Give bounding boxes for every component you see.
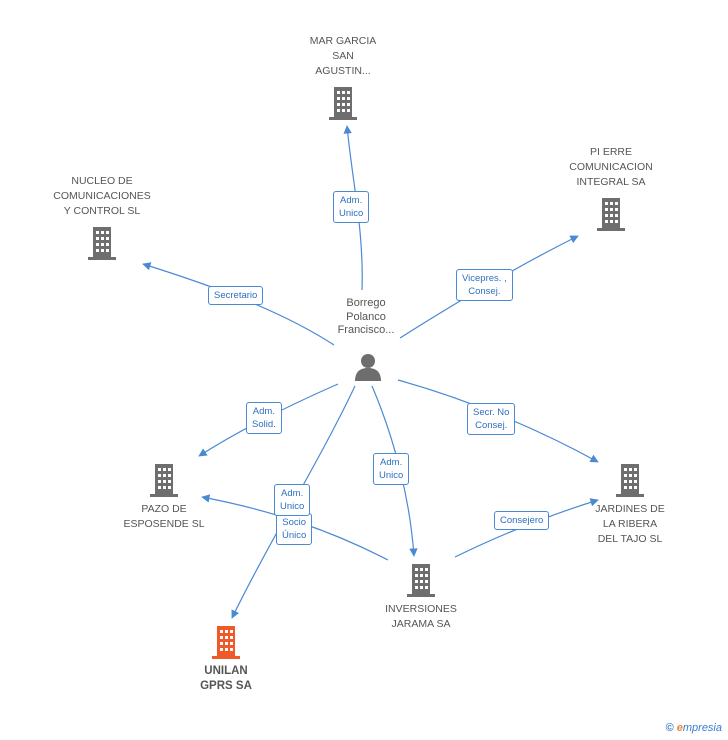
company-node-nucleo[interactable]: NUCLEO DE COMUNICACIONES Y CONTROL SL — [44, 174, 160, 261]
building-icon — [212, 626, 240, 659]
relation-label-jardines: Secr. No Consej. — [467, 403, 516, 435]
relation-label-nucleo: Secretario — [208, 286, 264, 305]
company-node-pierre[interactable]: PI ERRE COMUNICACION INTEGRAL SA — [556, 145, 666, 232]
building-icon — [329, 87, 357, 120]
relation-label-unilan: Adm. Unico — [274, 484, 311, 516]
company-node-pazo[interactable]: PAZO DE ESPOSENDE SL — [114, 462, 214, 532]
person-icon[interactable] — [353, 352, 383, 382]
brand-logo-text: mpresia — [682, 722, 722, 734]
brand-logo-e: e — [676, 722, 683, 734]
company-node-unilan[interactable]: UNILAN GPRS SA — [176, 624, 276, 694]
building-icon — [616, 464, 644, 497]
company-node-jardines[interactable]: JARDINES DE LA RIBERA DEL TAJO SL — [580, 462, 680, 547]
footer-brand: © empresia — [666, 722, 722, 734]
person-name[interactable]: Borrego Polanco Francisco... — [337, 297, 395, 336]
company-label: PAZO DE ESPOSENDE SL — [123, 503, 205, 530]
building-icon — [150, 464, 178, 497]
relation-label-mar-garcia: Adm. Unico — [333, 191, 370, 223]
relation-label-pazo: Adm. Solid. — [246, 402, 282, 434]
company-label: MAR GARCIA SAN AGUSTIN... — [309, 35, 377, 77]
building-icon — [88, 227, 116, 260]
copyright-symbol: © — [665, 722, 674, 734]
building-icon — [407, 564, 435, 597]
relation-label-inv-pazo: Socio Único — [276, 513, 313, 545]
relation-label-inv-jardines: Consejero — [494, 511, 550, 530]
company-node-inversiones[interactable]: INVERSIONES JARAMA SA — [371, 562, 471, 632]
company-label: INVERSIONES JARAMA SA — [385, 603, 457, 630]
company-label: NUCLEO DE COMUNICACIONES Y CONTROL SL — [53, 175, 151, 217]
company-node-mar-garcia[interactable]: MAR GARCIA SAN AGUSTIN... — [293, 34, 393, 121]
relation-label-pierre: Vicepres. , Consej. — [456, 269, 513, 301]
company-label: JARDINES DE LA RIBERA DEL TAJO SL — [595, 503, 665, 545]
company-label: UNILAN GPRS SA — [200, 665, 252, 692]
company-label: PI ERRE COMUNICACION INTEGRAL SA — [569, 146, 653, 188]
relation-label-inversiones: Adm. Unico — [373, 453, 410, 485]
building-icon — [597, 198, 625, 231]
